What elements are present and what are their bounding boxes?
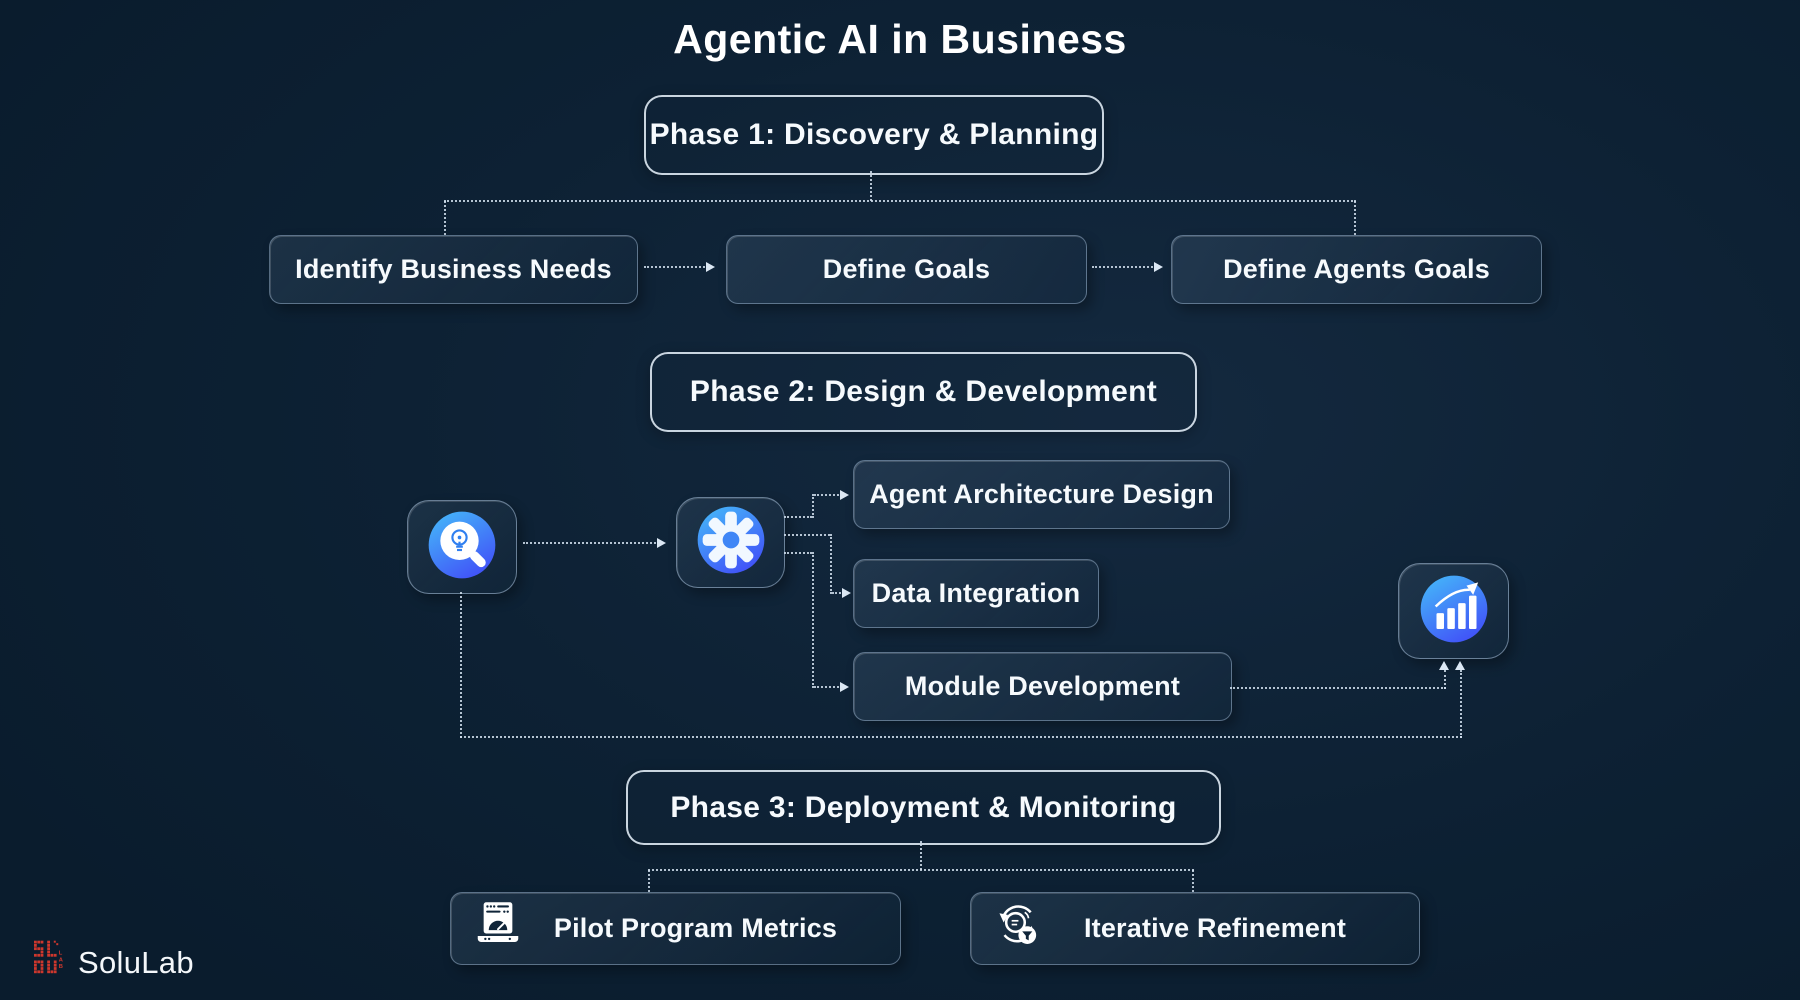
arrowhead-icon	[657, 538, 666, 548]
connector	[1460, 670, 1462, 738]
gear-icon	[691, 500, 771, 585]
phase-1-label: Phase 1: Discovery & Planning	[649, 118, 1099, 151]
node-define-agents-goals: Define Agents Goals	[1171, 235, 1542, 304]
connector	[648, 870, 650, 892]
arrowhead-icon	[1154, 262, 1163, 272]
node-define-goals: Define Goals	[726, 235, 1087, 304]
connector	[648, 869, 1194, 871]
connector	[832, 592, 844, 594]
connector	[1444, 670, 1446, 689]
page-title: Agentic AI in Business	[673, 16, 1127, 62]
connector	[1230, 687, 1446, 689]
connector	[1192, 870, 1194, 892]
phase-3-label: Phase 3: Deployment & Monitoring	[670, 790, 1177, 824]
iterative-refinement-icon	[991, 898, 1045, 959]
arrowhead-icon	[842, 588, 851, 598]
search-idea-card	[407, 500, 517, 594]
growth-chart-icon	[1414, 569, 1494, 654]
node-label: Define Goals	[822, 254, 991, 284]
connector	[784, 516, 812, 518]
connector	[870, 171, 872, 201]
node-module-development: Module Development	[853, 652, 1232, 721]
connector	[814, 686, 842, 688]
svg-text:L: L	[59, 951, 63, 957]
search-idea-icon	[422, 505, 502, 590]
phase-2-box: Phase 2: Design & Development	[650, 352, 1197, 432]
phase-1-box: Phase 1: Discovery & Planning	[644, 95, 1104, 175]
connector	[1092, 266, 1156, 268]
phase-2-label: Phase 2: Design & Development	[689, 375, 1158, 408]
connector	[523, 542, 659, 544]
arrowhead-icon	[1439, 661, 1449, 670]
connector	[460, 592, 462, 738]
phase-3-box: Phase 3: Deployment & Monitoring	[626, 770, 1221, 845]
connector	[444, 200, 1356, 202]
gear-card	[676, 497, 785, 588]
svg-text:A: A	[59, 957, 64, 963]
node-identify-business-needs: Identify Business Needs	[269, 235, 638, 304]
node-label: Iterative Refinement	[1083, 913, 1347, 943]
pilot-metrics-icon	[471, 898, 525, 959]
connector	[784, 534, 830, 536]
arrowhead-icon	[1455, 661, 1465, 670]
node-data-integration: Data Integration	[853, 559, 1099, 628]
arrowhead-icon	[840, 490, 849, 500]
node-label: Agent Architecture Design	[869, 479, 1214, 509]
connector	[920, 841, 922, 870]
arrowhead-icon	[840, 682, 849, 692]
arrowhead-icon	[706, 262, 715, 272]
node-label: Module Development	[904, 671, 1181, 701]
node-iterative-refinement: Iterative Refinement	[970, 892, 1420, 965]
connector	[784, 552, 812, 554]
node-label: Identify Business Needs	[295, 254, 612, 284]
node-label: Define Agents Goals	[1223, 254, 1490, 284]
node-label: Data Integration	[871, 578, 1081, 608]
connector	[444, 201, 446, 235]
connector	[812, 494, 814, 518]
connector	[830, 534, 832, 594]
connector	[814, 494, 842, 496]
node-pilot-program-metrics: Pilot Program Metrics	[450, 892, 901, 965]
connector	[1354, 201, 1356, 235]
node-label: Pilot Program Metrics	[553, 913, 838, 943]
connector	[644, 266, 708, 268]
connector	[460, 736, 1462, 738]
growth-chart-card	[1398, 563, 1509, 659]
node-agent-architecture-design: Agent Architecture Design	[853, 460, 1230, 529]
connector	[812, 552, 814, 688]
svg-text:B: B	[59, 964, 63, 970]
solulab-logo-text: SoluLab	[78, 945, 194, 980]
